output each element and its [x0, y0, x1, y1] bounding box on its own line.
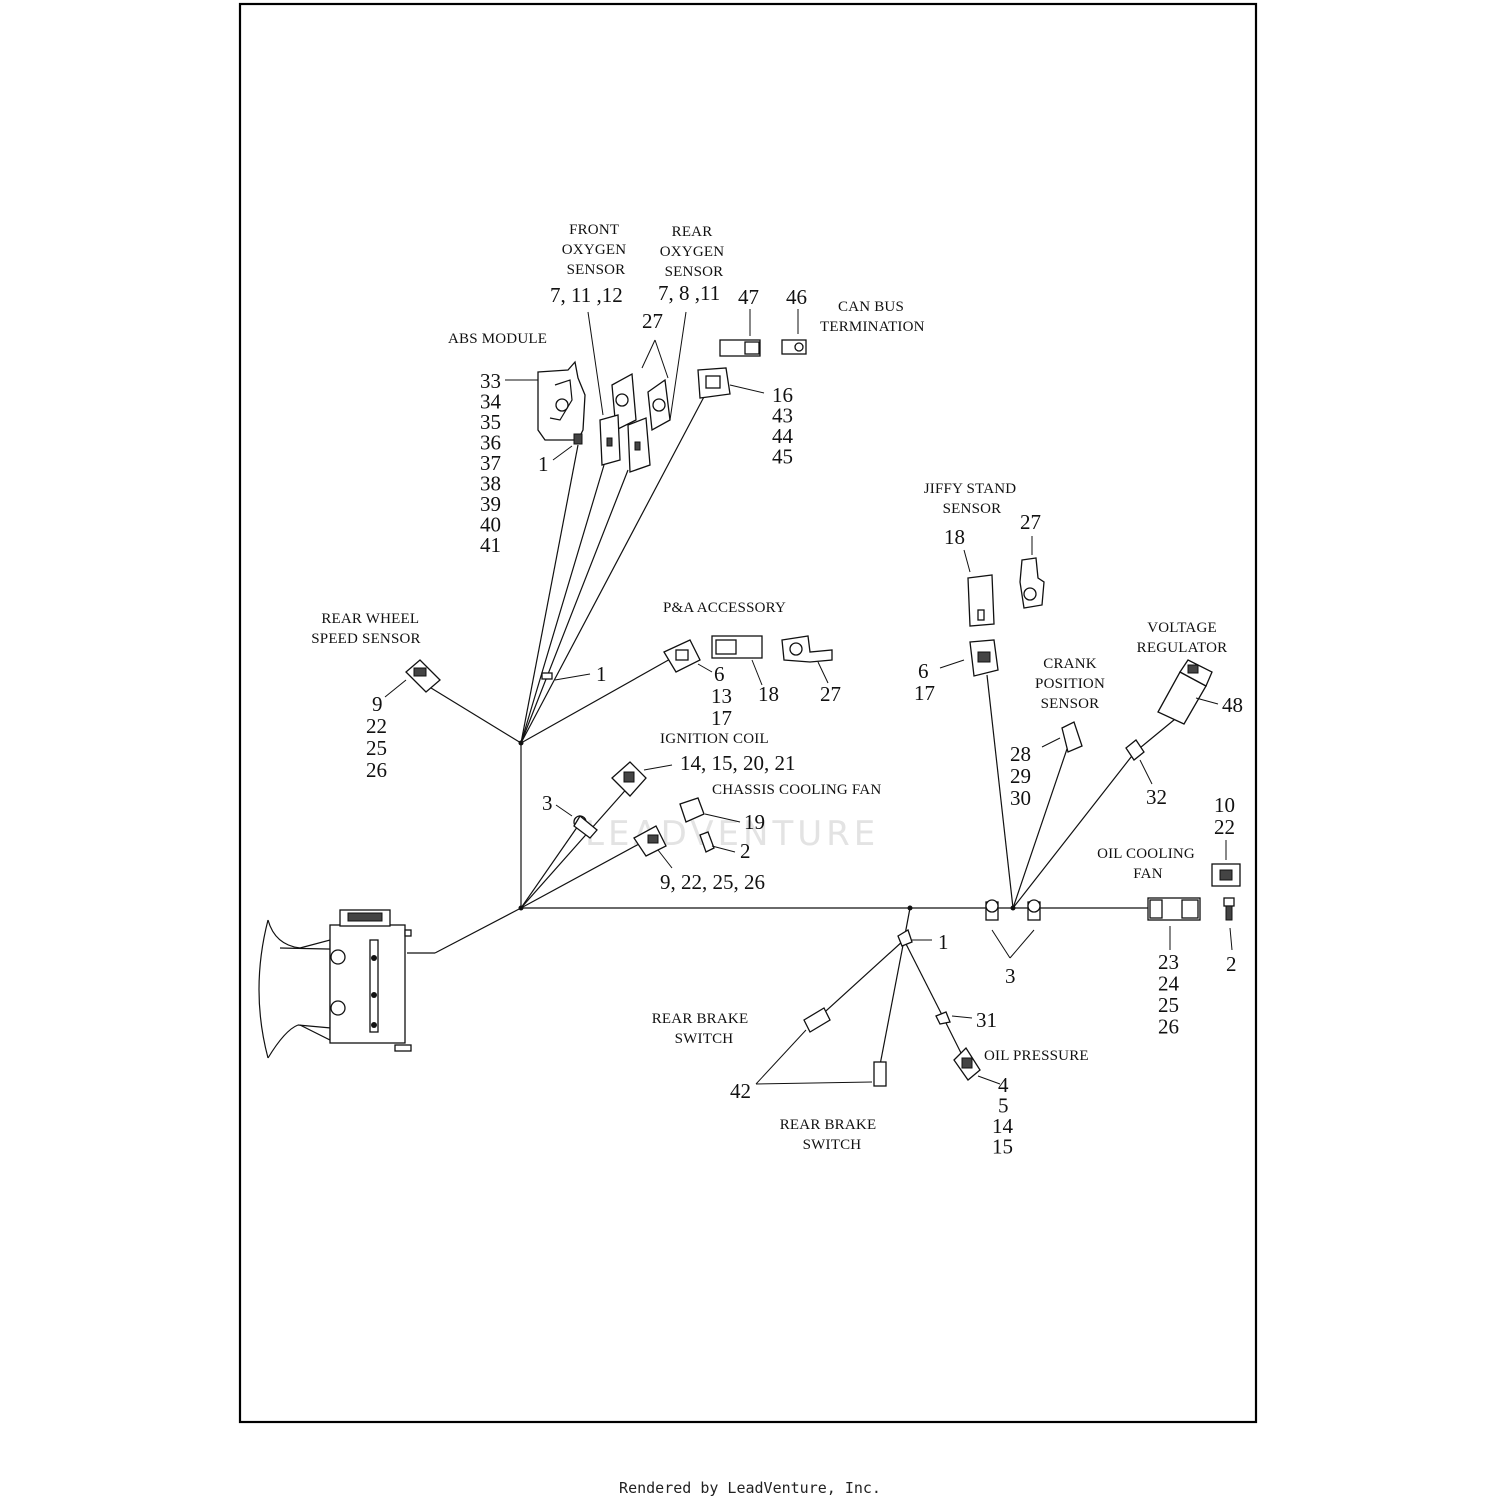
rear-oxygen-sensor-connector — [627, 311, 687, 473]
callout-fan-19: 19 — [744, 810, 765, 834]
callout-pa-27: 27 — [820, 682, 841, 706]
callout-crank: 28 29 30 — [1010, 742, 1036, 810]
jiffy-stand-sensor-connector — [963, 549, 995, 627]
can-bus-termination-46 — [781, 309, 807, 355]
label-rear-brake-switch-1: REAR BRAKE SWITCH — [652, 1011, 753, 1047]
callout-fan-conn: 9, 22, 25, 26 — [660, 870, 765, 894]
can-bus-connector-47 — [719, 309, 761, 357]
harness-clip-3-left — [555, 804, 598, 839]
connector-16 — [697, 367, 765, 399]
chassis-cooling-fan-terminal — [699, 831, 736, 853]
rear-brake-switch-connector-1 — [803, 1007, 831, 1033]
callout-lower-1: 1 — [938, 930, 949, 954]
label-oil-cooling-fan: OIL COOLING FAN — [1097, 846, 1199, 882]
callout-ocf-2: 2 — [1226, 952, 1237, 976]
label-pa-accessory: P&A ACCESSORY — [663, 600, 786, 616]
callout-jiffy-6: 6 17 — [914, 659, 935, 705]
label-voltage-regulator: VOLTAGE REGULATOR — [1137, 620, 1228, 656]
label-ignition-coil: IGNITION COIL — [660, 731, 769, 747]
harness-wires — [279, 392, 1181, 1066]
callout-jiffy-27: 27 — [1020, 510, 1041, 534]
voltage-regulator-connector — [1157, 659, 1219, 725]
callout-pa-18: 18 — [758, 682, 779, 706]
front-oxygen-sensor-connector — [587, 311, 637, 466]
component-labels: FRONT OXYGEN SENSOR REAR OXYGEN SENSOR C… — [311, 222, 1227, 1153]
callout-o2-27: 27 — [642, 309, 663, 333]
abs-module — [505, 360, 586, 461]
harness-clips-3-right — [985, 899, 1041, 959]
callout-abs-module: 33 34 35 36 37 38 39 40 41 — [480, 369, 506, 557]
label-crank-position: CRANK POSITION SENSOR — [1035, 656, 1109, 712]
rear-wheel-speed-sensor-connector — [384, 659, 441, 698]
callout-right-3: 3 — [1005, 964, 1016, 988]
oil-pressure-switch-connector — [953, 1046, 1001, 1085]
label-oil-pressure: OIL PRESSURE — [984, 1048, 1089, 1064]
callout-vreg-32: 32 — [1146, 785, 1167, 809]
callout-oil-pressure: 4 5 14 15 — [992, 1073, 1018, 1159]
pa-accessory-connector — [663, 639, 713, 673]
label-front-oxygen: FRONT OXYGEN SENSOR — [562, 222, 630, 278]
callout-ignition-coil: 14, 15, 20, 21 — [680, 751, 796, 775]
label-jiffy-stand: JIFFY STAND SENSOR — [924, 481, 1021, 517]
jiffy-stand-harness-connector — [939, 639, 999, 677]
callout-rear-oxygen: 7, 8 ,11 — [658, 281, 720, 305]
label-chassis-cooling-fan: CHASSIS COOLING FAN — [712, 782, 881, 798]
label-rear-brake-switch-2: REAR BRAKE SWITCH — [780, 1117, 881, 1153]
harness-clip-1 — [541, 672, 591, 681]
callout-vreg-48: 48 — [1222, 693, 1243, 717]
jiffy-stand-terminal — [1019, 536, 1045, 609]
page-frame — [238, 2, 1258, 1424]
callout-ocf-23: 23 24 25 26 — [1158, 950, 1184, 1039]
pa-accessory-terminal — [781, 635, 833, 684]
label-rear-wheel-speed: REAR WHEEL SPEED SENSOR — [311, 611, 422, 647]
chassis-cooling-fan-connector — [679, 797, 741, 823]
harness-clip-1-lower — [897, 929, 932, 947]
callout-46: 46 — [786, 285, 807, 309]
oil-cooling-fan-connector — [1147, 897, 1201, 950]
callout-abs-1: 1 — [538, 452, 549, 476]
callout-trunk-1: 1 — [596, 662, 607, 686]
rear-brake-switch-connector-2 — [873, 1061, 887, 1087]
callout-pa-6: 6 13 17 — [711, 662, 737, 730]
callout-ocf-10: 10 22 — [1214, 793, 1240, 839]
crank-position-sensor-connector — [1041, 721, 1083, 753]
callout-fan-2: 2 — [740, 839, 751, 863]
chassis-frame-section — [258, 909, 412, 1059]
footer-credit: Rendered by LeadVenture, Inc. — [619, 1479, 881, 1497]
callout-left-3: 3 — [542, 791, 553, 815]
callout-brake-42: 42 — [730, 1079, 751, 1103]
oil-cooling-fan-plug — [1211, 840, 1241, 887]
callout-lower-31: 31 — [976, 1008, 997, 1032]
callout-16: 16 43 44 45 — [772, 383, 798, 469]
oil-pressure-clip-31 — [935, 1011, 973, 1025]
ignition-coil-connector — [611, 761, 673, 797]
callout-front-oxygen: 7, 11 ,12 — [550, 283, 623, 307]
label-rear-oxygen: REAR OXYGEN SENSOR — [660, 224, 728, 280]
pa-accessory-mate — [711, 635, 763, 686]
callout-jiffy-18: 18 — [944, 525, 965, 549]
oil-cooling-fan-terminal — [1223, 897, 1235, 951]
callout-numbers: 7, 11 ,12 7, 8 ,11 47 46 27 33 34 35 36 … — [366, 281, 1243, 1159]
callout-rear-wheel-speed: 9 22 25 26 — [366, 692, 392, 782]
label-abs-module: ABS MODULE — [448, 331, 547, 347]
voltage-regulator-clip-32 — [1125, 739, 1153, 785]
label-can-bus: CAN BUS TERMINATION — [820, 299, 925, 335]
chassis-cooling-fan-main-connector — [633, 825, 673, 869]
callout-47: 47 — [738, 285, 759, 309]
